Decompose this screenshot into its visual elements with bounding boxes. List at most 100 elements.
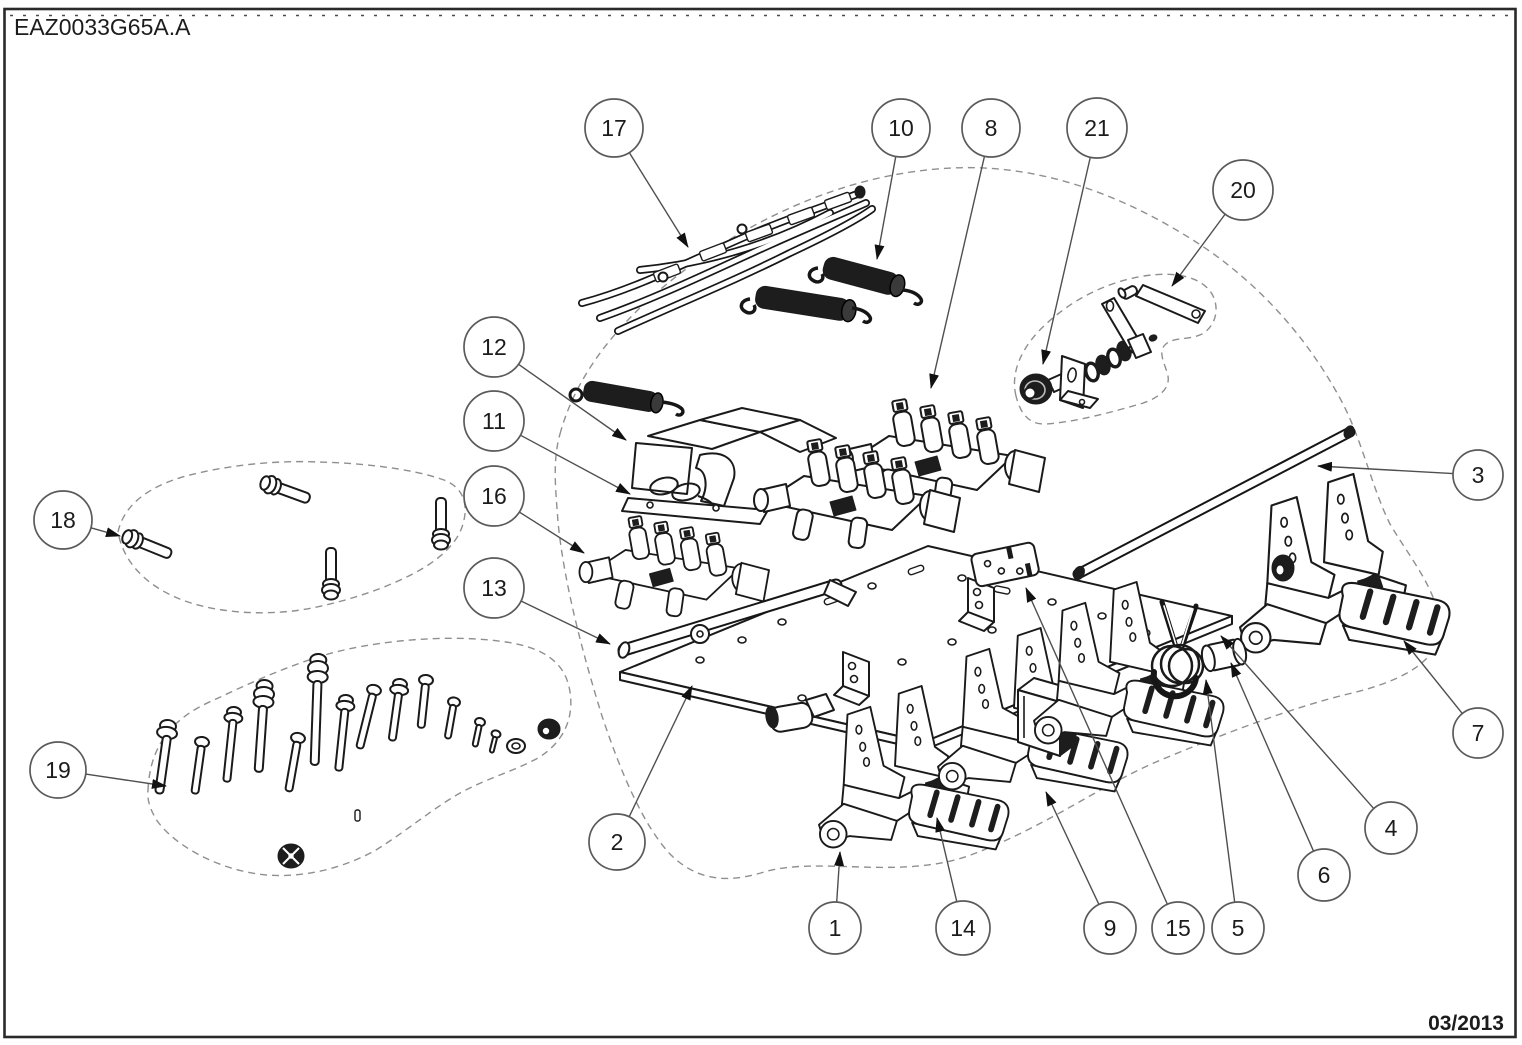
callout-12[interactable]: 12 xyxy=(463,316,627,441)
callout-number-9: 9 xyxy=(1104,915,1117,941)
callout-13[interactable]: 13 xyxy=(463,557,611,645)
revision-date: 03/2013 xyxy=(1428,1012,1504,1035)
callout-balloon-5[interactable] xyxy=(1211,901,1265,955)
callout-balloon-18[interactable] xyxy=(33,490,93,550)
callout-number-12: 12 xyxy=(481,334,507,360)
callout-19[interactable]: 19 xyxy=(29,741,167,799)
callout-4[interactable]: 4 xyxy=(1220,635,1418,855)
callout-balloon-15[interactable] xyxy=(1151,901,1205,955)
callout-20[interactable]: 20 xyxy=(1171,159,1274,287)
callout-balloon-11[interactable] xyxy=(463,390,525,452)
callout-leader-13 xyxy=(520,600,611,645)
drawing-number: EAZ0033G65A.A xyxy=(14,14,191,40)
callout-number-5: 5 xyxy=(1232,915,1245,941)
plate-bracket xyxy=(833,651,870,706)
callout-21[interactable]: 21 xyxy=(1041,97,1128,365)
callout-number-17: 17 xyxy=(601,115,627,141)
callout-number-8: 8 xyxy=(985,115,998,141)
callout-number-16: 16 xyxy=(481,483,507,509)
callout-number-14: 14 xyxy=(950,915,976,941)
callout-leader-18 xyxy=(90,527,121,538)
callout-balloon-4[interactable] xyxy=(1364,801,1418,855)
callout-number-21: 21 xyxy=(1084,115,1110,141)
callout-number-6: 6 xyxy=(1318,862,1331,888)
callout-number-1: 1 xyxy=(829,915,842,941)
callout-balloon-14[interactable] xyxy=(935,900,991,956)
part-cotter-pin xyxy=(1159,599,1199,653)
callout-balloon-9[interactable] xyxy=(1083,901,1137,955)
part-link-assembly xyxy=(1019,284,1206,409)
callout-number-18: 18 xyxy=(50,507,76,533)
callout-18[interactable]: 18 xyxy=(33,490,121,550)
part-extension-spring-lower xyxy=(739,285,873,324)
callout-balloon-19[interactable] xyxy=(29,741,87,799)
callout-balloon-7[interactable] xyxy=(1452,707,1504,759)
group-outline-main xyxy=(554,166,1441,880)
callout-1[interactable]: 1 xyxy=(808,851,862,955)
callout-7[interactable]: 7 xyxy=(1403,640,1504,759)
group-outline-screws xyxy=(117,460,466,614)
callout-leader-19 xyxy=(85,773,167,789)
callout-balloon-2[interactable] xyxy=(588,813,646,871)
callout-leader-21 xyxy=(1041,157,1091,365)
callout-number-11: 11 xyxy=(482,408,506,434)
part-extension-spring-small xyxy=(568,380,685,417)
part-latch-bracket xyxy=(621,407,837,525)
callout-leader-14 xyxy=(935,817,958,902)
callout-balloon-21[interactable] xyxy=(1066,97,1128,159)
callout-number-15: 15 xyxy=(1165,915,1191,941)
page-border xyxy=(3,7,1517,1039)
part-latch-assembly-1 xyxy=(765,686,1008,849)
callout-17[interactable]: 17 xyxy=(584,98,689,248)
callout-leader-12 xyxy=(518,363,627,441)
callout-leader-7 xyxy=(1403,640,1463,714)
part-latch-assembly-4 xyxy=(1240,474,1450,655)
group-outline-hardware-kit xyxy=(147,637,572,877)
part-extension-spring-upper xyxy=(807,256,924,306)
callout-11[interactable]: 11 xyxy=(463,390,631,495)
callout-balloon-20[interactable] xyxy=(1212,159,1274,221)
callout-balloon-13[interactable] xyxy=(463,557,525,619)
callout-leader-8 xyxy=(929,156,986,389)
callout-leader-20 xyxy=(1171,213,1226,287)
part-hardware-kit xyxy=(154,653,561,869)
callout-10[interactable]: 10 xyxy=(871,98,931,260)
callout-16[interactable]: 16 xyxy=(463,465,585,554)
part-cable-assembly xyxy=(578,185,876,335)
callout-number-2: 2 xyxy=(611,829,624,855)
callout-6[interactable]: 6 xyxy=(1230,662,1351,902)
group-outline-link-assembly xyxy=(1013,273,1217,425)
callout-balloon-12[interactable] xyxy=(463,316,525,378)
callout-14[interactable]: 14 xyxy=(935,817,991,956)
callout-balloon-1[interactable] xyxy=(808,901,862,955)
part-clip-plate xyxy=(970,541,1040,588)
callout-leader-15 xyxy=(1025,587,1169,905)
callout-leader-4 xyxy=(1220,635,1375,809)
callout-9[interactable]: 9 xyxy=(1045,791,1137,955)
callout-number-7: 7 xyxy=(1472,720,1485,746)
callout-leader-11 xyxy=(520,434,631,495)
callout-5[interactable]: 5 xyxy=(1202,679,1265,955)
callout-number-3: 3 xyxy=(1472,462,1485,488)
callout-number-10: 10 xyxy=(888,115,914,141)
callout-balloon-6[interactable] xyxy=(1297,848,1351,902)
callout-3[interactable]: 3 xyxy=(1317,449,1504,501)
callout-8[interactable]: 8 xyxy=(929,98,1021,389)
callout-15[interactable]: 15 xyxy=(1025,587,1205,955)
callout-leader-17 xyxy=(628,152,689,248)
callout-balloon-3[interactable] xyxy=(1452,449,1504,501)
callout-balloon-16[interactable] xyxy=(463,465,525,527)
callout-2[interactable]: 2 xyxy=(588,685,693,871)
part-cross-shaft xyxy=(617,578,857,659)
callout-number-19: 19 xyxy=(45,757,71,783)
callout-number-4: 4 xyxy=(1385,815,1398,841)
callout-leader-10 xyxy=(874,156,897,260)
part-rod xyxy=(1072,425,1356,581)
callout-balloon-8[interactable] xyxy=(961,98,1021,158)
callout-leader-16 xyxy=(518,511,585,554)
callout-balloon-17[interactable] xyxy=(584,98,644,158)
callout-balloon-10[interactable] xyxy=(871,98,931,158)
callout-number-13: 13 xyxy=(481,575,507,601)
